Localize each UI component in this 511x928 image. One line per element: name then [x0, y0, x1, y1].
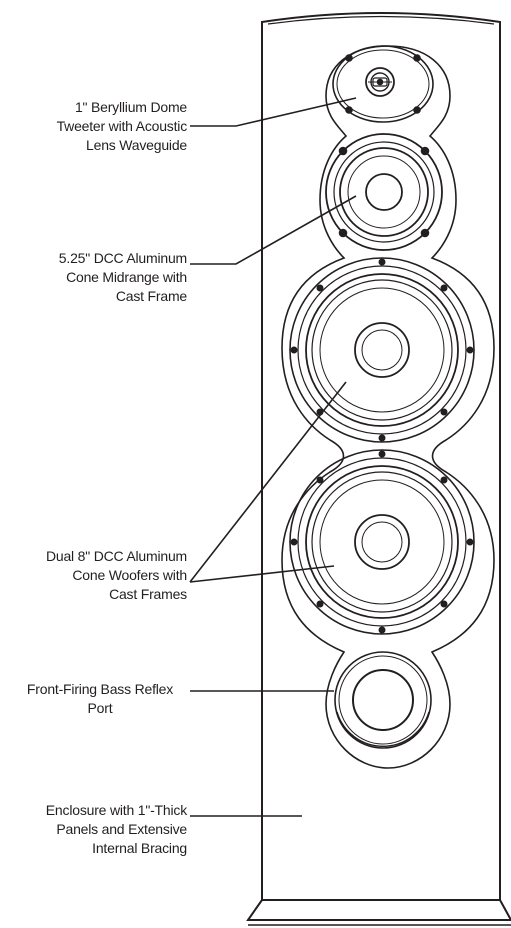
lower-woofer	[289, 449, 475, 635]
upper-woofer	[289, 257, 475, 443]
enclosure-label: Enclosure with 1"-Thick Panels and Exten…	[45, 802, 187, 856]
woofers-label: Dual 8" DCC Aluminum Cone Woofers with C…	[45, 548, 187, 602]
tweeter	[332, 45, 434, 123]
port-label: Front-Firing Bass Reflex Port	[26, 681, 174, 716]
tweeter-label: 1" Beryllium Dome Tweeter with Acoustic …	[56, 99, 188, 153]
midrange-label: 5.25" DCC Aluminum Cone Midrange with Ca…	[58, 250, 187, 304]
baffle	[281, 45, 495, 769]
midrange-driver	[325, 133, 443, 251]
bass-port	[334, 651, 432, 749]
leader-lines	[189, 97, 357, 817]
cabinet	[246, 12, 511, 926]
